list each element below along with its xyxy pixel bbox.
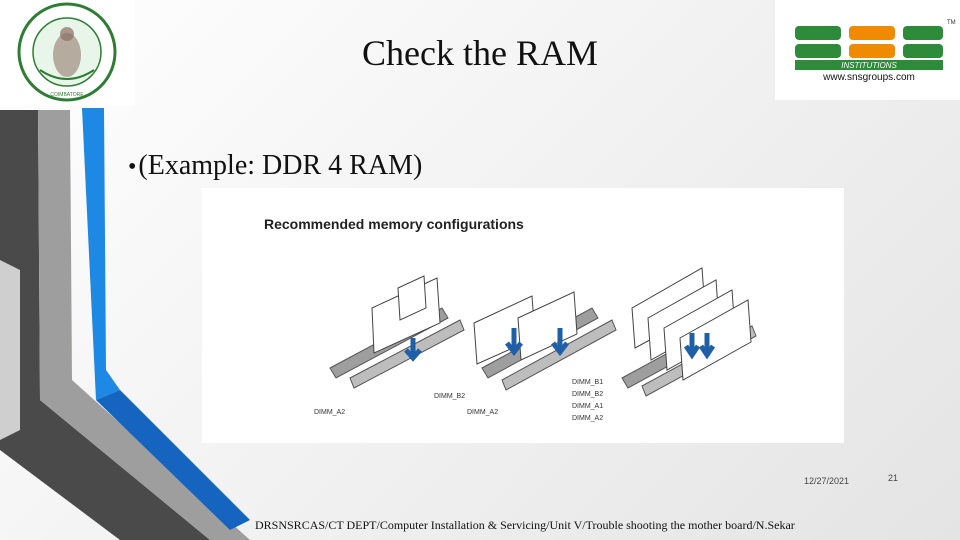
- left-light-band: [0, 260, 20, 440]
- sns-emblem: TM INSTITUTIONS www.snsgroups.com: [795, 20, 956, 83]
- logo-tm: TM: [947, 20, 956, 26]
- slide-date: 12/27/2021: [804, 476, 850, 486]
- label-config3-a2: DIMM_A2: [572, 415, 603, 422]
- left-blue-band: [82, 108, 120, 400]
- left-gray-band: [38, 110, 250, 540]
- memory-config-figure: Recommended memory configurations: [202, 188, 844, 443]
- sns-logo: TM INSTITUTIONS www.snsgroups.com: [775, 0, 960, 100]
- college-logo: COIMBATORE: [0, 0, 135, 106]
- label-config3-b1: DIMM_B1: [572, 379, 603, 386]
- bullet-text: (Example: DDR 4 RAM): [138, 150, 423, 181]
- label-config2-a2: DIMM_A2: [467, 409, 498, 416]
- logo-bottom-text: COIMBATORE: [50, 92, 84, 98]
- slide-title: Check the RAM: [362, 33, 598, 73]
- slide-footer: DRSNSRCAS/CT DEPT/Computer Installation …: [255, 518, 795, 532]
- figure-title: Recommended memory configurations: [264, 216, 524, 232]
- label-config3-b2: DIMM_B2: [572, 391, 603, 398]
- left-dark-band: [0, 110, 210, 540]
- config-three-diagram: [621, 267, 757, 397]
- college-emblem: COIMBATORE: [17, 2, 117, 102]
- page-number: 21: [888, 473, 899, 483]
- logo-url: www.snsgroups.com: [822, 72, 915, 83]
- config-two-diagram: [473, 291, 617, 391]
- dimm-diagram: DIMM_A2 DIMM_B2 DIMM_A2 DIMM_B1 DIMM_B2 …: [314, 267, 757, 422]
- bullet-dot: •: [128, 154, 137, 180]
- label-config1-a2: DIMM_A2: [314, 409, 345, 416]
- config-one-diagram: [329, 275, 465, 389]
- label-config2-b2: DIMM_B2: [434, 393, 465, 400]
- left-blue-band-lower: [96, 390, 250, 530]
- bullet-item: •(Example: DDR 4 RAM): [128, 150, 422, 182]
- logo-subtitle: INSTITUTIONS: [841, 61, 897, 70]
- label-config3-a1: DIMM_A1: [572, 403, 603, 410]
